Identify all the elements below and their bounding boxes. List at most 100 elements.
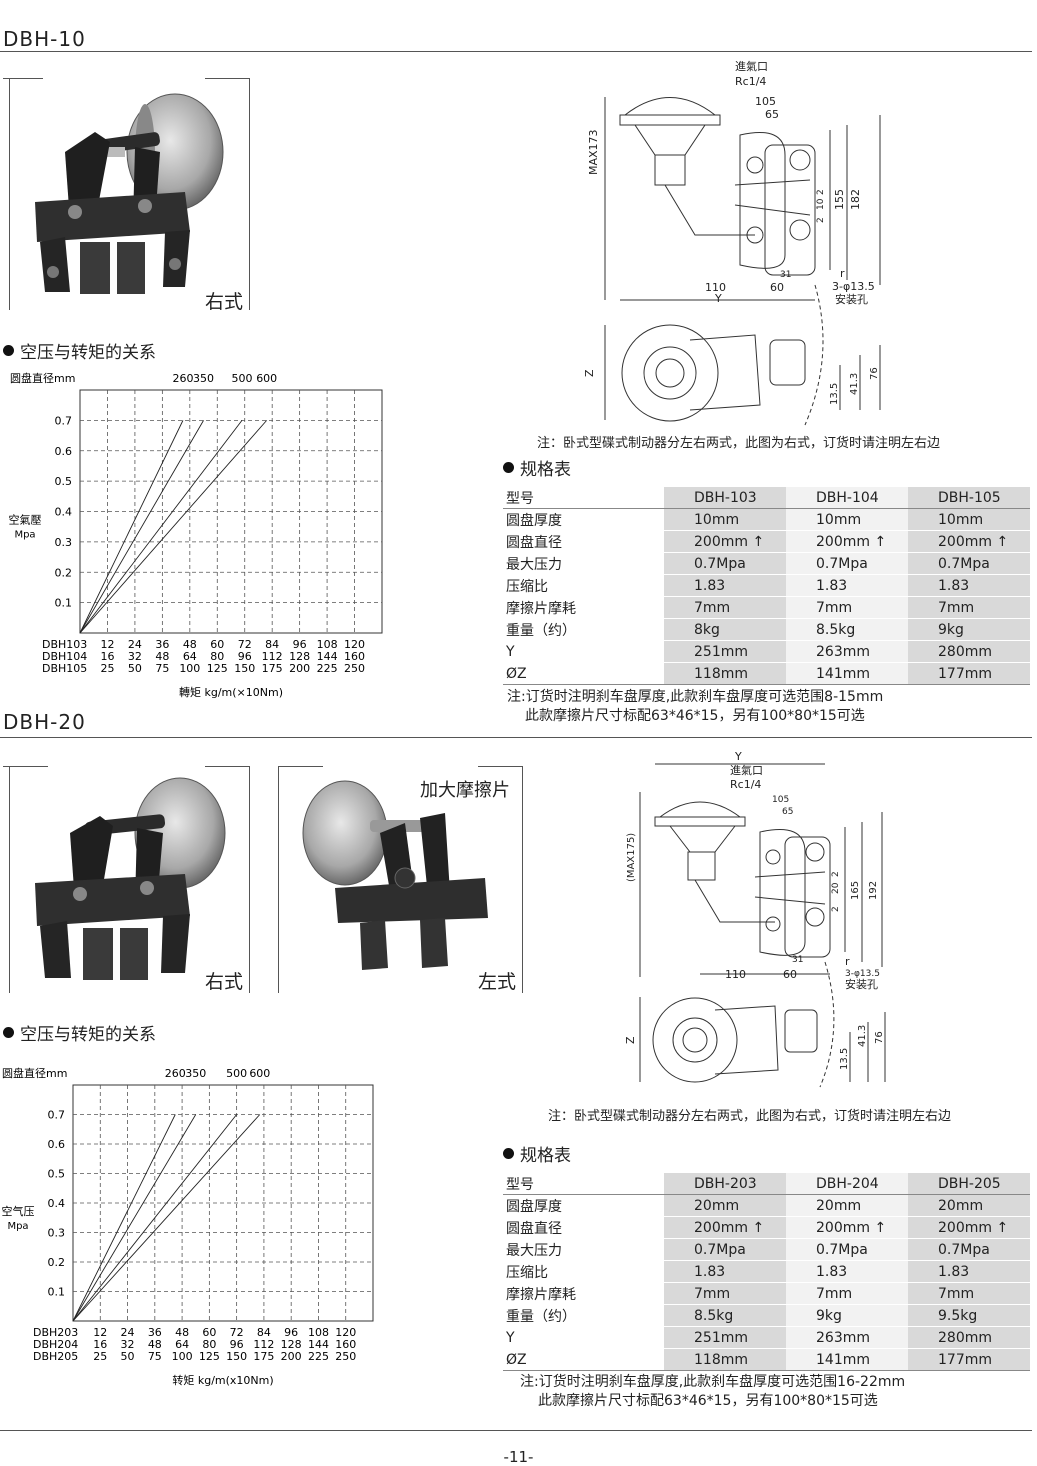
spec-value-cell: 9kg (908, 618, 1030, 641)
x-tick-label: 160 (335, 1338, 356, 1351)
spec-value-cell: 9kg (786, 1304, 908, 1327)
spec-value-cell: 200mm ↑ (786, 1216, 908, 1239)
series-label: 500 (226, 1067, 247, 1080)
x-tick-label: 48 (148, 1338, 162, 1351)
spec-value-cell: 1.83 (786, 574, 908, 597)
spec-value-cell: 10mm (908, 508, 1030, 531)
spec-value-cell: 280mm (908, 1326, 1030, 1349)
x-tick-label: 25 (100, 662, 114, 675)
x-row-name: DBH205 (33, 1350, 78, 1363)
order-note: 注:订货时注明刹车盘厚度,此款刹车盘厚度可选范围16-22mm 此款摩擦片尺寸标… (520, 1373, 905, 1411)
spec-label-cell: 最大压力 (503, 552, 664, 575)
x-tick-label: 60 (210, 638, 224, 651)
x-tick-label: 112 (262, 650, 283, 663)
series-label: 500 (231, 372, 252, 385)
spec-value-cell: 7mm (664, 1282, 786, 1305)
x-tick-label: 108 (308, 1326, 329, 1339)
spec-value-cell: DBH-105 (908, 487, 1030, 509)
x-tick-label: 72 (238, 638, 252, 651)
dim-label: 3-φ13.5 (845, 969, 880, 979)
y-tick-label: 0.2 (55, 566, 73, 579)
dim-label: 155 (833, 189, 846, 210)
section-title: DBH-20 (3, 710, 86, 734)
x-row-name: DBH104 (42, 650, 87, 663)
inlet-spec: Rc1/4 (730, 778, 761, 791)
x-tick-label: 250 (335, 1350, 356, 1363)
x-tick-label: 200 (281, 1350, 302, 1363)
y-axis-label: 空气压 (2, 1204, 35, 1218)
spec-label-cell: 重量（约） (503, 618, 664, 641)
y-tick-label: 0.6 (48, 1138, 66, 1151)
spec-value-cell: 177mm (908, 1348, 1030, 1371)
x-tick-label: 24 (128, 638, 142, 651)
spec-value-cell: 0.7Mpa (908, 552, 1030, 575)
x-tick-label: 48 (175, 1326, 189, 1339)
dim-label: 110 (725, 968, 746, 981)
spec-label-cell: Y (503, 640, 664, 663)
x-tick-label: 96 (293, 638, 307, 651)
dim-label: 安装孔 (845, 977, 878, 991)
series-line (72, 1114, 197, 1322)
x-tick-label: 128 (281, 1338, 302, 1351)
x-tick-label: 100 (179, 662, 200, 675)
spec-value-cell: 0.7Mpa (786, 1238, 908, 1261)
x-tick-label: 24 (121, 1326, 135, 1339)
x-tick-label: 80 (210, 650, 224, 663)
dim-label: 2 (816, 217, 826, 223)
series-label: 350 (185, 1067, 206, 1080)
dim-label: 2 (831, 906, 841, 912)
series-line (79, 420, 268, 634)
y-tick-label: 0.3 (55, 536, 73, 549)
x-axis-label: 轉矩 kg/m(×10Nm) (179, 686, 283, 699)
x-tick-label: 125 (199, 1350, 220, 1363)
y-tick-label: 0.7 (55, 414, 73, 427)
x-tick-label: 25 (93, 1350, 107, 1363)
spec-value-cell: 200mm ↑ (908, 1216, 1030, 1239)
dim-label: 13.5 (839, 1048, 850, 1070)
x-tick-label: 200 (289, 662, 310, 675)
spec-value-cell: 20mm (908, 1194, 1030, 1217)
footer-divider (0, 1430, 1032, 1431)
spec-label-cell: 圆盘直径 (503, 530, 664, 553)
x-tick-label: 96 (284, 1326, 298, 1339)
y-axis-unit: Mpa (7, 1221, 28, 1232)
spec-value-cell: 1.83 (786, 1260, 908, 1283)
spec-value-cell: 8.5kg (664, 1304, 786, 1327)
diagram-note: 注：卧式型碟式制动器分左右两式，此图为右式，订货时请注明左右边 (537, 436, 941, 451)
x-tick-label: 12 (100, 638, 114, 651)
dim-label: 105 (772, 795, 789, 805)
bullet-icon (503, 462, 514, 473)
spec-label-cell: Y (503, 1326, 664, 1349)
dim-label: Z (583, 369, 596, 377)
x-tick-label: 150 (226, 1350, 247, 1363)
spec-label-cell: 圆盘直径 (503, 1216, 664, 1239)
spec-value-cell: 141mm (786, 1348, 908, 1371)
diagram-note: 注：卧式型碟式制动器分左右两式，此图为右式，订货时请注明左右边 (548, 1109, 952, 1124)
spec-label-cell: 圆盘厚度 (503, 1194, 664, 1217)
dim-label: 110 (705, 281, 726, 294)
order-note-line: 此款摩擦片尺寸标配63*46*15，另有100*80*15可选 (525, 708, 865, 724)
spec-value-cell: 200mm ↑ (786, 530, 908, 553)
spec-value-cell: 7mm (786, 1282, 908, 1305)
brake-photo-right (35, 777, 226, 980)
spec-label-cell: ØZ (503, 662, 664, 685)
spec-value-cell: DBH-203 (664, 1173, 786, 1195)
x-tick-label: 84 (257, 1326, 271, 1339)
series-label: 600 (256, 372, 277, 385)
section-divider (0, 51, 1032, 52)
x-row-name: DBH203 (33, 1326, 78, 1339)
dim-label: 60 (770, 281, 784, 294)
y-tick-label: 0.5 (48, 1168, 66, 1181)
x-tick-label: 175 (253, 1350, 274, 1363)
x-tick-label: 125 (207, 662, 228, 675)
